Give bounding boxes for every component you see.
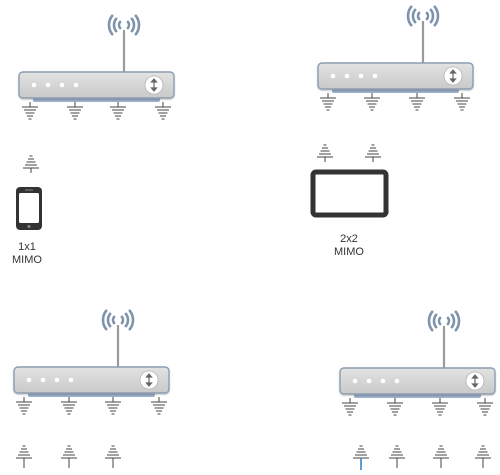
antenna-icon — [67, 102, 83, 120]
router-led — [352, 378, 358, 384]
antenna-icon — [155, 102, 171, 120]
antenna-icon — [105, 397, 121, 415]
router-led — [372, 73, 378, 79]
panel-3x3-router — [13, 309, 170, 397]
wifi-icon — [427, 310, 461, 332]
antenna-icon — [151, 397, 167, 415]
panel-2x2-label-line1: 2x2 — [340, 233, 358, 245]
panel-2x2 — [310, 93, 470, 218]
sort-arrows-icon — [150, 78, 158, 92]
router-led — [68, 377, 74, 383]
router-led — [394, 378, 400, 384]
router-icon — [18, 71, 175, 99]
router-led — [358, 73, 364, 79]
antenna-icon — [342, 398, 358, 416]
antenna-icon — [23, 155, 39, 173]
panel-1x1 — [16, 102, 171, 230]
wifi-icon — [406, 5, 440, 27]
antenna-icon — [387, 398, 403, 416]
antenna-icon — [433, 445, 449, 468]
router-icon — [13, 366, 170, 394]
antenna-icon — [110, 102, 126, 120]
antenna-icon — [353, 445, 369, 470]
panel-1x1-router — [18, 14, 175, 102]
antenna-icon — [105, 445, 121, 468]
antenna-icon — [317, 144, 333, 162]
router-led — [54, 377, 60, 383]
sort-arrows-icon — [471, 374, 479, 388]
antenna-icon — [365, 144, 381, 162]
router-led — [59, 82, 65, 88]
router-led — [344, 73, 350, 79]
antenna-icon — [61, 397, 77, 415]
router-icon — [339, 367, 496, 395]
antenna-icon — [16, 445, 32, 468]
router-led — [380, 378, 386, 384]
antenna-icon — [475, 445, 491, 468]
sort-arrows-icon — [449, 69, 457, 83]
router-led — [26, 377, 32, 383]
router-led — [73, 82, 79, 88]
panel-2x2-router — [317, 5, 474, 93]
phone-icon — [16, 187, 42, 230]
antenna-icon — [61, 445, 77, 468]
router-led — [40, 377, 46, 383]
antenna-icon — [364, 93, 380, 111]
panel-3x3 — [16, 397, 167, 468]
tablet-icon — [310, 169, 389, 218]
router-led — [330, 73, 336, 79]
router-led — [31, 82, 37, 88]
panel-1x1-label-line1: 1x1 — [18, 241, 36, 253]
router-icon — [317, 62, 474, 90]
router-led — [366, 378, 372, 384]
wifi-icon — [101, 309, 135, 331]
antenna-icon — [477, 398, 493, 416]
antenna-icon — [409, 93, 425, 111]
panel-4x4-router — [339, 310, 496, 398]
panel-2x2-label: 2x2 MIMO — [331, 233, 367, 259]
wifi-icon — [107, 14, 141, 36]
antenna-icon — [389, 445, 405, 468]
antenna-icon — [16, 397, 32, 415]
antenna-icon — [454, 93, 470, 111]
panel-2x2-label-line2: MIMO — [334, 246, 364, 258]
antenna-icon — [320, 93, 336, 111]
router-led — [45, 82, 51, 88]
antenna-icon — [432, 398, 448, 416]
sort-arrows-icon — [145, 373, 153, 387]
panel-1x1-label: 1x1 MIMO — [10, 241, 44, 267]
antenna-icon — [22, 102, 38, 120]
panel-1x1-label-line2: MIMO — [12, 254, 42, 266]
panel-4x4 — [342, 398, 493, 470]
